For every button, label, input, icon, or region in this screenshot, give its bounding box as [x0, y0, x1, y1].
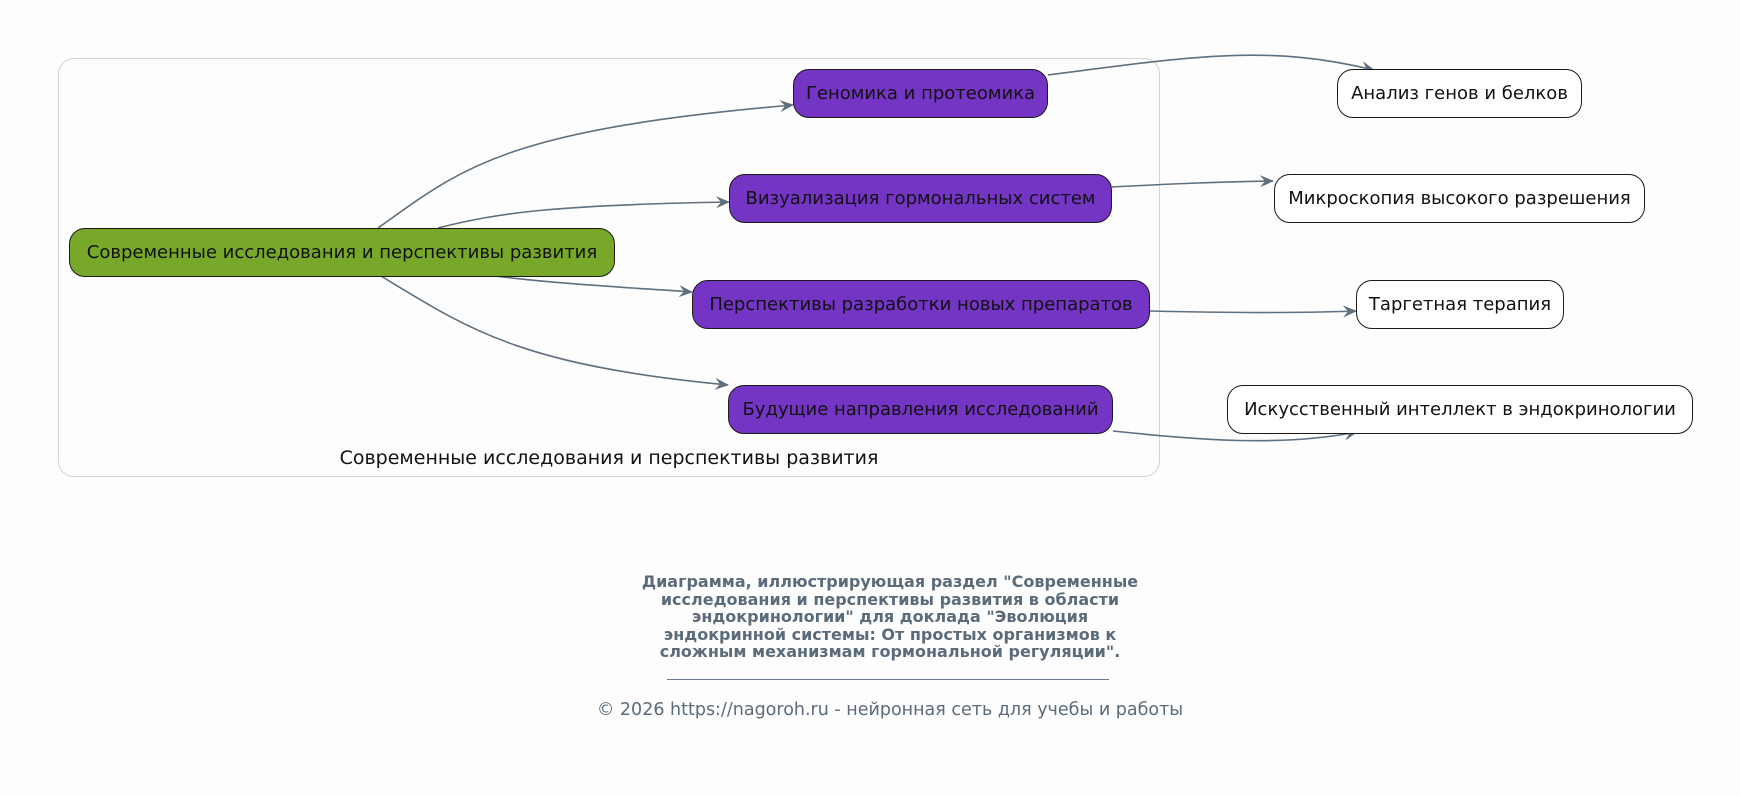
- divider: [667, 679, 1109, 680]
- caption-line: эндокринной системы: От простых организм…: [663, 624, 1117, 644]
- caption-line: эндокринологии" для доклада "Эволюция: [691, 607, 1089, 626]
- node-label: Микроскопия высокого разрешения: [1288, 188, 1631, 209]
- node-label: Геномика и протеомика: [805, 83, 1036, 104]
- edge-root-visualization: [437, 196, 730, 229]
- node-label: Искусственный интеллект в эндокринологии: [1244, 399, 1676, 420]
- node-future[interactable]: Будущие направления исследований: [728, 385, 1113, 434]
- caption: Диаграмма, иллюстрирующая раздел "Соврем…: [560, 573, 1220, 661]
- edge-root-future: [380, 275, 729, 390]
- node-drugs[interactable]: Перспективы разработки новых препаратов: [692, 280, 1150, 329]
- node-ai[interactable]: Искусственный интеллект в эндокринологии: [1227, 385, 1693, 434]
- node-label: Современные исследования и перспективы р…: [86, 242, 598, 263]
- node-root[interactable]: Современные исследования и перспективы р…: [69, 228, 615, 277]
- edge-genomics-gene-analysis: [1047, 54, 1375, 76]
- copyright[interactable]: © 2026 https://nagoroh.ru - нейронная се…: [596, 700, 1184, 720]
- edge-drugs-targeted: [1149, 305, 1357, 318]
- node-gene-analysis[interactable]: Анализ генов и белков: [1337, 69, 1582, 118]
- node-label: Таргетная терапия: [1368, 294, 1552, 315]
- cluster-label: Современные исследования и перспективы р…: [339, 447, 879, 469]
- node-label: Визуализация гормональных систем: [745, 188, 1096, 209]
- caption-line: сложным механизмам гормональной регуляци…: [659, 642, 1121, 661]
- edge-root-drugs: [494, 275, 693, 298]
- node-targeted[interactable]: Таргетная терапия: [1356, 280, 1564, 329]
- caption-line: исследования и перспективы развития в об…: [660, 589, 1120, 609]
- node-label: Перспективы разработки новых препаратов: [709, 294, 1133, 315]
- edge-visualization-microscopy: [1111, 175, 1274, 188]
- node-visualization[interactable]: Визуализация гормональных систем: [729, 174, 1112, 223]
- cluster-box: [58, 58, 1160, 477]
- node-label: Анализ генов и белков: [1351, 83, 1568, 104]
- node-genomics[interactable]: Геномика и протеомика: [793, 69, 1048, 118]
- edge-future-ai: [1112, 428, 1358, 442]
- edge-root-genomics: [377, 100, 794, 229]
- node-label: Будущие направления исследований: [742, 399, 1099, 420]
- caption-line: Диаграмма, иллюстрирующая раздел "Соврем…: [641, 572, 1139, 591]
- node-microscopy[interactable]: Микроскопия высокого разрешения: [1274, 174, 1645, 223]
